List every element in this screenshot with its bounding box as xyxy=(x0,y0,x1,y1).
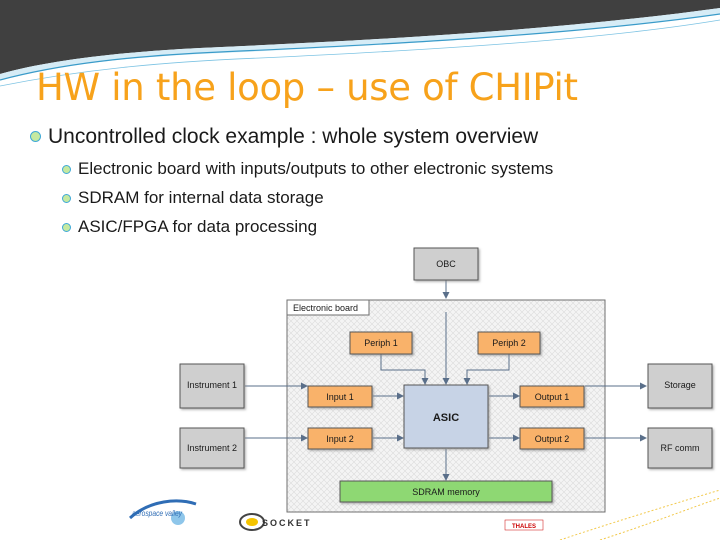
sdram-label: SDRAM memory xyxy=(412,487,480,497)
footer-swoosh-1 xyxy=(559,490,720,540)
bullet-icon xyxy=(62,165,71,174)
rf-comm-label: RF comm xyxy=(661,443,700,453)
asic-box xyxy=(403,384,489,449)
storage-box xyxy=(647,363,713,409)
input2-label: Input 2 xyxy=(326,434,354,444)
output1-box xyxy=(519,385,585,408)
sdram-box xyxy=(339,480,553,503)
obc-box xyxy=(413,247,479,281)
slide-title: HW in the loop – use of CHIPit xyxy=(36,66,578,109)
electronic-board-label-box xyxy=(286,299,370,316)
bullet-main: Uncontrolled clock example : whole syste… xyxy=(48,125,539,148)
footer-swoosh-2 xyxy=(599,497,720,540)
header-line-1 xyxy=(0,13,720,81)
instrument1-box xyxy=(179,363,245,409)
header-line-2 xyxy=(0,19,720,87)
bullet-icon xyxy=(30,131,41,142)
header-swoosh xyxy=(0,0,720,87)
thales-logo: THALES xyxy=(504,519,544,531)
header-light-band xyxy=(0,8,720,80)
header-dark-band xyxy=(0,0,720,74)
aerospace-valley-logo: aerospace valley xyxy=(128,499,197,525)
output1-label: Output 1 xyxy=(535,392,570,402)
connectors xyxy=(245,280,647,481)
periph2-label: Periph 2 xyxy=(492,338,526,348)
instrument1-label: Instrument 1 xyxy=(187,380,237,390)
logo-socket-text: SOCKET xyxy=(262,518,312,528)
bullet-icon xyxy=(62,194,71,203)
instrument2-label: Instrument 2 xyxy=(187,443,237,453)
output2-box xyxy=(519,427,585,450)
periph1-label: Periph 1 xyxy=(364,338,398,348)
input1-box xyxy=(307,385,373,408)
input1-label: Input 1 xyxy=(326,392,354,402)
sub-bullet-electronic-board: Electronic board with inputs/outputs to … xyxy=(78,159,554,178)
sub-bullet-asic: ASIC/FPGA for data processing xyxy=(78,217,318,236)
obc-label: OBC xyxy=(436,259,456,269)
periph1-box xyxy=(349,331,413,355)
storage-label: Storage xyxy=(664,380,696,390)
footer: aerospace valley SOCKET THALES xyxy=(128,490,720,540)
socket-logo: SOCKET xyxy=(239,513,312,531)
periph2-to-asic-line xyxy=(463,354,510,385)
logo-thales-text: THALES xyxy=(512,524,536,530)
sub-bullet-sdram: SDRAM for internal data storage xyxy=(78,188,324,207)
rf-comm-box xyxy=(647,427,713,469)
output2-label: Output 2 xyxy=(535,434,570,444)
periph2-box xyxy=(477,331,541,355)
input2-box xyxy=(307,427,373,450)
periph1-to-asic-line xyxy=(380,354,429,385)
asic-label: ASIC xyxy=(433,412,459,424)
logo-aerospace-text: aerospace valley xyxy=(132,509,183,518)
instrument2-box xyxy=(179,427,245,469)
bullet-icon xyxy=(62,223,71,232)
electronic-board-label: Electronic board xyxy=(293,303,358,313)
